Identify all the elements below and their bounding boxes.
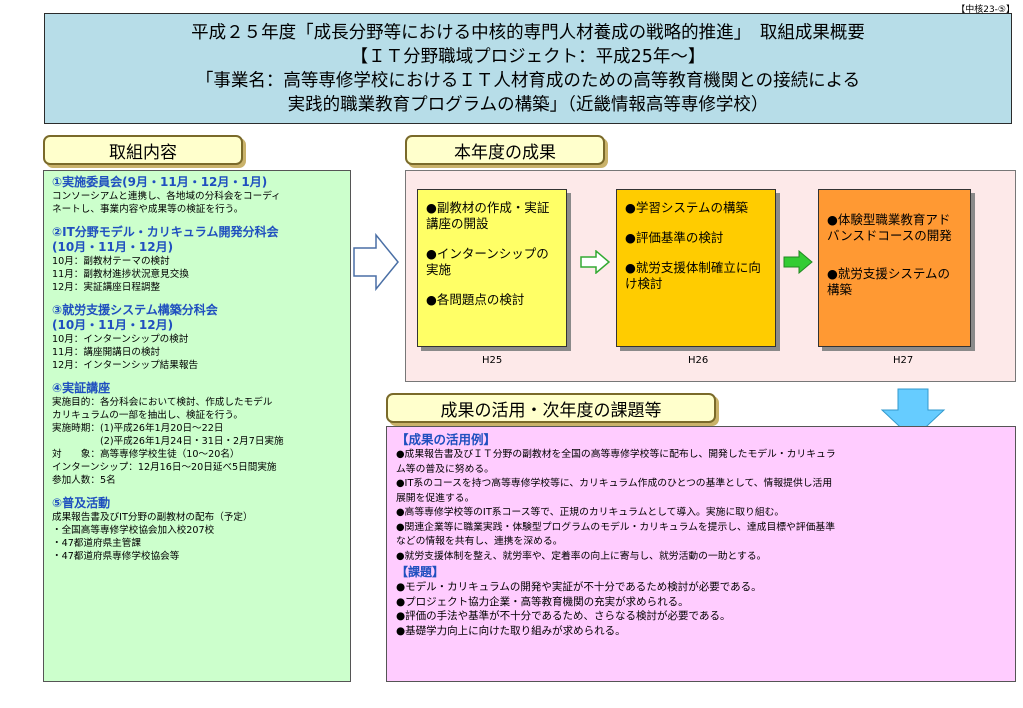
header-line: 【ＩＴ分野職域プロジェクト：平成25年〜】 [350,46,706,67]
small-right-arrow-icon [580,250,610,274]
section-line: (2)平成26年1月24日・31日・2月7日実施 [52,436,284,447]
section-title: ④実証講座 [52,381,111,395]
year-label-h26: H26 [688,355,709,366]
committee-section: ①実施委員会(9月・11月・12月・1月) コンソーシアムと連携し、各地域の分科… [52,175,342,216]
example-line: などの情報を共有し、連携を深める。 [396,536,563,547]
results-title: 本年度の成果 [405,135,605,165]
document-id-tag: 【中核23-⑤】 [956,5,1015,15]
results-item: ●学習システムの構築 [625,200,749,215]
section-line: 12月：インターンシップ結果報告 [52,360,199,371]
pilot-course-section: ④実証講座 実施目的：各分科会において検討、作成したモデル カリキュラムの一部を… [52,381,342,487]
results-item: ●評価基準の検討 [625,230,724,245]
utilization-title: 成果の活用・次年度の課題等 [386,393,716,423]
section-line: 12月：実証講座日程調整 [52,282,161,293]
section-line: 11月：講座開講日の検討 [52,347,161,358]
results-box-h25: ●副教材の作成・実証講座の開設 ●インターンシップの実施 ●各問題点の検討 [417,189,567,347]
dissemination-section: ⑤普及活動 成果報告書及びIT分野の副教材の配布（予定） ・全国高等専修学校協会… [52,496,342,563]
results-item: ●体験型職業教育アドバンスドコースの開発 [827,212,952,243]
results-item: ●就労支援体制確立に向け検討 [625,260,761,291]
results-item: ●就労支援システムの構築 [827,266,951,297]
section-line: ・47都道府県専修学校協会等 [52,551,180,562]
results-box-h27: ●体験型職業教育アドバンスドコースの開発 ●就労支援システムの構築 [818,189,971,347]
section-title: ⑤普及活動 [52,496,111,510]
issue-line: ●評価の手法や基準が不十分であるため、さらなる検討が必要である。 [396,610,731,622]
results-item: ●各問題点の検討 [426,292,525,307]
activities-panel: ①実施委員会(9月・11月・12月・1月) コンソーシアムと連携し、各地域の分科… [43,170,351,682]
example-line: ●成果報告書及びＩＴ分野の副教材を全国の高等専修学校等に配布し、開発したモデル・… [396,449,836,460]
issues-heading: 【課題】 [396,565,445,579]
issue-line: ●基礎学力向上に向けた取り組みが求められる。 [396,624,626,637]
section-line: カリキュラムの一部を抽出し、検証を行う。 [52,410,244,421]
issue-line: ●プロジェクト協力企業・高等教育機関の充実が求められる。 [396,595,689,608]
section-line: 実施目的：各分科会において検討、作成したモデル [52,397,273,408]
curriculum-section: ②IT分野モデル・カリキュラム開発分科会 (10月・11月・12月) 10月：副… [52,225,342,294]
right-arrow-icon [353,232,399,292]
section-title: ③就労支援システム構築分科会 [52,303,218,317]
section-line: ネートし、事業内容や成果等の検証を行う。 [52,204,244,215]
results-item: ●副教材の作成・実証講座の開設 [426,200,550,231]
example-line: ●IT系のコースを持つ高等専修学校等に、カリキュラム作成のひとつの基準として、情… [396,478,833,489]
example-line: ●就労支援体制を整え、就労率や、定着率の向上に寄与し、就労活動の一助とする。 [396,550,767,562]
section-title: (10月・11月・12月) [52,318,174,332]
activities-title: 取組内容 [43,135,243,165]
section-line: 10月：副教材テーマの検討 [52,256,170,267]
example-line: 展開を促進する。 [396,492,475,504]
results-box-h26: ●学習システムの構築 ●評価基準の検討 ●就労支援体制確立に向け検討 [616,189,776,347]
issue-line: ●モデル・カリキュラムの開発や実証が不十分であるため検討が必要である。 [396,581,762,593]
section-line: コンソーシアムと連携し、各地域の分科会をコーディ [52,191,281,202]
small-right-arrow-icon [783,250,813,274]
example-line: ム等の普及に努める。 [396,463,494,475]
example-line: ●高等専修学校等のIT系コース等で、正規のカリキュラムとして導入。実施に取り組む… [396,507,785,518]
down-arrow-icon [880,388,946,440]
employment-section: ③就労支援システム構築分科会 (10月・11月・12月) 10月：インターンシッ… [52,303,342,372]
section-line: インターンシップ：12月16日〜20日延べ5日間実施 [52,462,277,473]
section-line: 11月：副教材進捗状況意見交換 [52,269,189,280]
examples-heading: 【成果の活用例】 [396,432,497,447]
section-line: 実施時期：(1)平成26年1月20日〜22日 [52,423,224,434]
section-line: 対 象：高等専修学校生徒（10〜20名） [52,449,240,460]
header-line: 「事業名：高等専修学校におけるＩＴ人材育成のための高等教育機関との接続による [195,70,861,91]
results-item: ●インターンシップの実施 [426,246,549,277]
section-title: ②IT分野モデル・カリキュラム開発分科会 [52,225,279,239]
section-line: ・全国高等専修学校協会加入校207校 [52,525,215,536]
header-line: 実践的職業教育プログラムの構築」（近畿情報高等専修学校） [287,94,769,115]
section-line: ・47都道府県主管課 [52,538,141,549]
section-line: 10月：インターンシップの検討 [52,334,189,345]
year-label-h27: H27 [893,355,914,366]
utilization-panel: 【成果の活用例】 ●成果報告書及びＩＴ分野の副教材を全国の高等専修学校等に配布し… [386,426,1016,682]
section-line: 成果報告書及びIT分野の副教材の配布（予定） [52,512,253,523]
header-line: 平成２５年度「成長分野等における中核的専門人材養成の戦略的推進」 取組成果概要 [191,22,865,43]
year-label-h25: H25 [482,355,503,366]
page-header: 平成２５年度「成長分野等における中核的専門人材養成の戦略的推進」 取組成果概要 … [44,13,1012,124]
section-title: ①実施委員会(9月・11月・12月・1月) [52,175,268,189]
section-line: 参加人数：5名 [52,475,116,486]
section-title: (10月・11月・12月) [52,240,174,254]
example-line: ●関連企業等に職業実践・体験型プログラムのモデル・カリキュラムを提示し、達成目標… [396,521,836,533]
